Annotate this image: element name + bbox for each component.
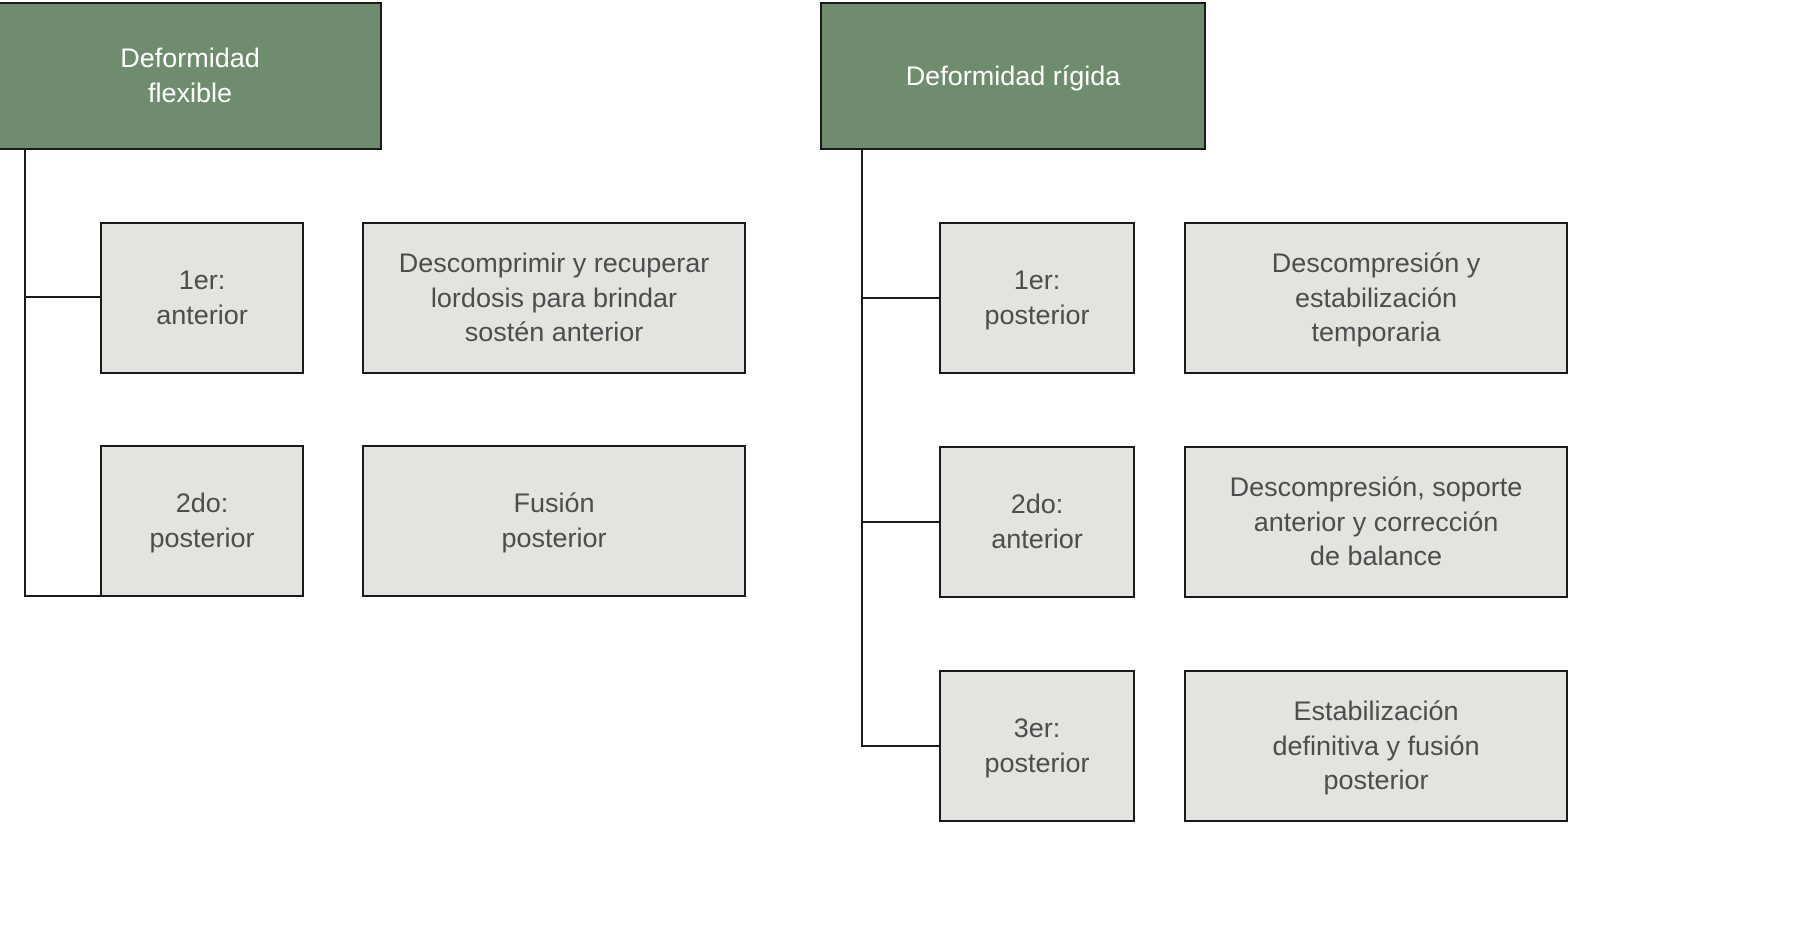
right-trunk-vertical-connector [861, 150, 863, 747]
right-branch-1-horizontal-connector [861, 297, 941, 299]
right-detail-2-node: Descompresión, soporte anterior y correc… [1184, 446, 1568, 598]
left-step-2-node: 2do: posterior [100, 445, 304, 597]
right-branch-3-horizontal-connector [861, 745, 941, 747]
left-step-1-node: 1er: anterior [100, 222, 304, 374]
right-step-1-node: 1er: posterior [939, 222, 1135, 374]
right-step-2-node: 2do: anterior [939, 446, 1135, 598]
right-branch-2-horizontal-connector [861, 521, 941, 523]
root-node-deformidad-flexible: Deformidad flexible [0, 2, 382, 150]
left-detail-2-node: Fusión posterior [362, 445, 746, 597]
root-node-deformidad-rigida: Deformidad rígida [820, 2, 1206, 150]
left-branch-1-horizontal-connector [24, 296, 102, 298]
right-detail-3-node: Estabilización definitiva y fusión poste… [1184, 670, 1568, 822]
left-branch-2-horizontal-connector [24, 595, 102, 597]
right-detail-1-node: Descompresión y estabilización temporari… [1184, 222, 1568, 374]
left-trunk-vertical-connector [24, 150, 26, 597]
right-step-3-node: 3er: posterior [939, 670, 1135, 822]
left-detail-1-node: Descomprimir y recuperar lordosis para b… [362, 222, 746, 374]
